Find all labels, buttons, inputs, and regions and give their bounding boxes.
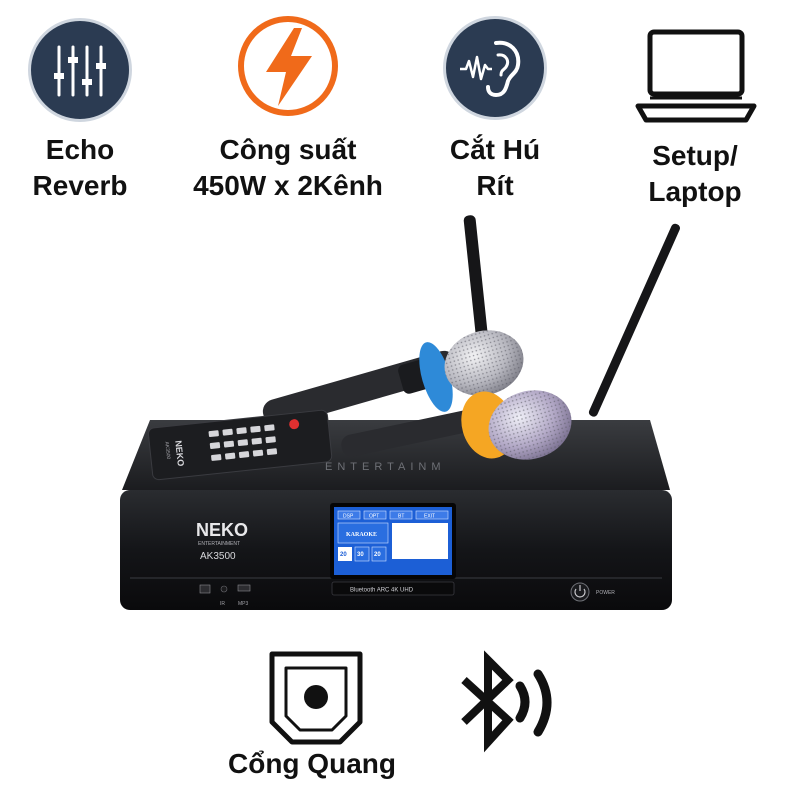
antenna-right	[588, 223, 680, 417]
equalizer-icon	[28, 18, 132, 122]
remote-model: AK3500	[163, 441, 171, 460]
optical-port-icon	[268, 650, 364, 746]
screen-value: 30	[357, 552, 364, 558]
remote-brand: NEKO	[173, 440, 186, 467]
feature-label-line: Cắt Hú	[449, 134, 541, 165]
screen-values: 20 30 20	[338, 546, 387, 562]
feature-label-line: 450W x 2Kênh	[193, 170, 383, 201]
feature-label-line: Công suất	[219, 134, 357, 165]
lightning-icon	[236, 14, 340, 118]
feature-label-line: Echo	[45, 134, 115, 165]
feature-label-line: Setup/	[652, 140, 738, 171]
screen-tab: EXIT	[424, 514, 435, 520]
laptop-icon	[634, 26, 758, 126]
ir-window	[220, 585, 228, 593]
remote-control: NEKO AK3500	[147, 409, 333, 481]
usb-label: MP3	[238, 601, 249, 607]
ear-icon	[443, 16, 547, 120]
screen-tab: BT	[398, 514, 404, 520]
feature-label-line: Laptop	[648, 176, 742, 207]
wireless-microphone-2	[341, 390, 572, 460]
feature-badge-text: Bluetooth ARC 4K UHD	[350, 588, 414, 594]
bluetooth-icon	[458, 650, 578, 754]
power-button[interactable]	[570, 582, 590, 602]
wireless-microphone-1	[262, 330, 524, 428]
screen-tabs: DSP OPT BT EXIT	[337, 510, 449, 520]
screen-value: 20	[340, 552, 347, 558]
top-logo-text: ENTERTAINM	[325, 461, 446, 473]
optical-port-label: Cổng Quang	[228, 748, 396, 779]
ir-label: IR	[220, 601, 225, 607]
brand-logo: NEKO	[196, 520, 248, 540]
power-label: POWER	[596, 590, 615, 596]
usb-a-port	[237, 584, 251, 592]
feature-label-line: Reverb	[32, 170, 128, 201]
brand-sub: ENTERTAINMENT	[198, 541, 240, 547]
screen-karaoke-label: KARAOKE	[346, 532, 377, 538]
screen-tab: DSP	[343, 514, 354, 520]
screen-value: 20	[374, 552, 381, 558]
feature-label-line: Rít	[476, 170, 514, 201]
feature-badge-strip	[331, 581, 455, 596]
usb-b-port	[199, 584, 211, 594]
model-label: AK3500	[200, 551, 236, 562]
product-image: ENTERTAINM NEKO ENTERTAINMENT AK3500 DSP…	[110, 215, 700, 625]
screen-tab: OPT	[369, 514, 379, 520]
antenna-left	[463, 215, 489, 345]
